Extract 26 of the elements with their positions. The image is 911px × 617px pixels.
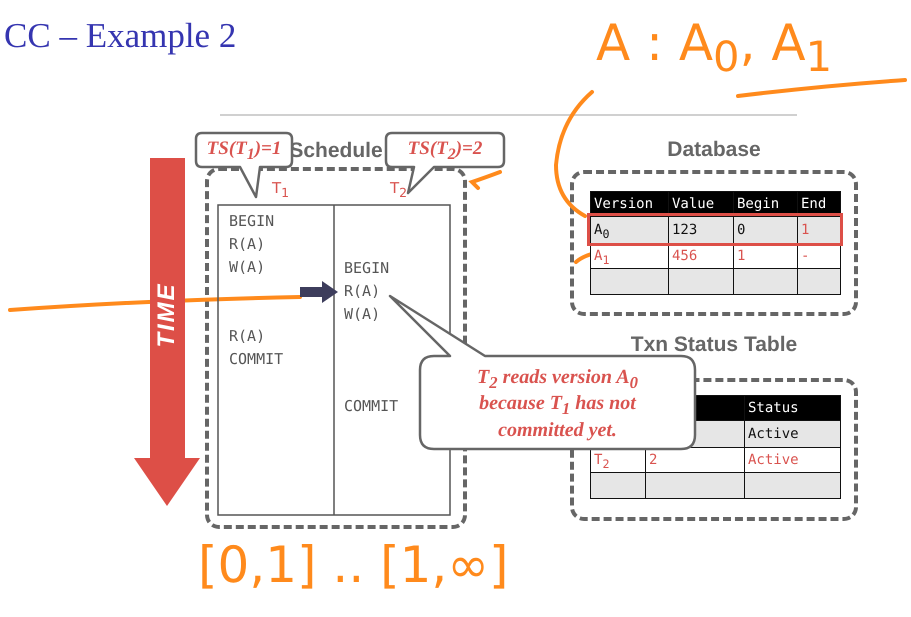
callout-text: TS(T$_{1}$)=1 — [206, 139, 282, 164]
operation-text: COMMIT — [229, 352, 284, 367]
handwritten-note: [0,1] .. [1,∞] — [198, 540, 508, 590]
slide-title: CC – Example 2 — [4, 16, 236, 56]
operation-text: W(A) — [344, 307, 380, 322]
transaction-label: T$_{1}$ — [272, 181, 290, 200]
table-cell: Active — [744, 420, 841, 448]
callout-text: TS(T$_{2}$)=2 — [406, 139, 484, 164]
operation-text: COMMIT — [344, 399, 398, 414]
table-header-cell: Status — [744, 395, 841, 421]
operation-text: BEGIN — [229, 214, 274, 229]
table-cell: A$_{0}$ — [590, 216, 669, 244]
operation-text: BEGIN — [344, 261, 390, 276]
callout-text: T$_{2}$ reads version A$_{0}$ because T$_{1}$ has not committed yet. — [476, 366, 639, 441]
operation-text: R(A) — [344, 284, 380, 299]
transaction-label: T$_{2}$ — [390, 181, 408, 200]
speech-bubble-tooltip — [194, 131, 294, 201]
time-label: TIME — [155, 282, 179, 348]
operation-text: R(A) — [229, 329, 266, 344]
time-arrow — [133, 158, 201, 508]
operation-text: W(A) — [229, 260, 266, 275]
table-cell: 1 — [797, 216, 841, 244]
operation-text: R(A) — [229, 237, 266, 252]
table-cell: 123 — [668, 216, 734, 244]
table-cell: 0 — [733, 216, 798, 244]
handwritten-note: A : A$_{0}$, A$_{1}$ — [596, 18, 832, 78]
